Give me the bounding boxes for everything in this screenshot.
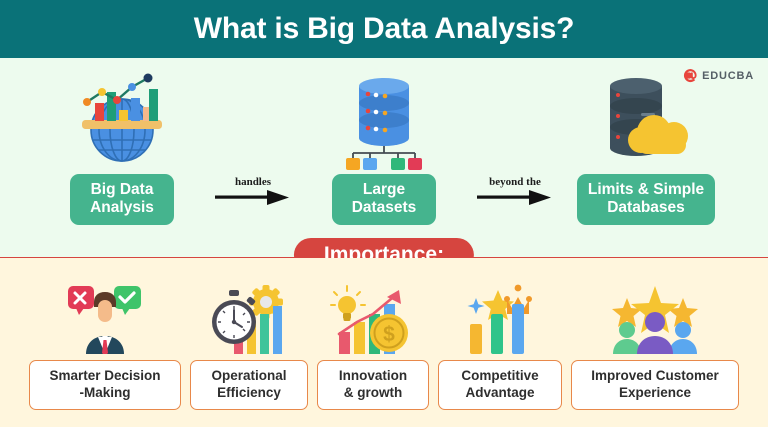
globe-bar-chart-icon bbox=[57, 68, 187, 170]
importance-card-label: Competitive Advantage bbox=[438, 360, 562, 410]
lightbulb-growth-coin-icon: $ bbox=[329, 282, 417, 355]
businessman-decision-icon bbox=[62, 282, 148, 355]
flow-node-label: Large Datasets bbox=[332, 174, 436, 225]
flow-node-label-line1: Limits & Simple bbox=[587, 181, 705, 198]
database-cylinder-icon bbox=[319, 68, 449, 170]
card-label-line1: Innovation bbox=[338, 368, 408, 384]
brand-logo: EDUCBA bbox=[683, 68, 754, 83]
importance-card-label: Smarter Decision -Making bbox=[29, 360, 181, 410]
brand-name: EDUCBA bbox=[702, 69, 754, 82]
server-cloud-icon bbox=[581, 68, 711, 170]
flow-node-label: Big Data Analysis bbox=[70, 174, 174, 225]
flow-node-label-line2: Analysis bbox=[90, 199, 154, 217]
importance-cards-row: Smarter Decision -Making bbox=[0, 258, 768, 427]
card-label-line2: -Making bbox=[79, 385, 131, 401]
importance-card-label: Innovation & growth bbox=[317, 360, 429, 410]
importance-card-innovation-growth[interactable]: $ Innovation & growth bbox=[317, 282, 429, 410]
flow-row: Big Data Analysis handles bbox=[0, 58, 768, 258]
page-title: What is Big Data Analysis? bbox=[193, 12, 575, 45]
flow-connector-beyond-the: beyond the bbox=[459, 58, 571, 211]
educba-logo-icon bbox=[683, 68, 698, 83]
stopwatch-gear-bars-icon bbox=[207, 282, 291, 355]
card-label-line2: & growth bbox=[343, 385, 403, 401]
flow-node-label-line2: Databases bbox=[607, 199, 685, 217]
importance-section: Smarter Decision -Making bbox=[0, 258, 768, 427]
card-label-line1: Improved Customer bbox=[591, 368, 719, 384]
importance-card-competitive-advantage[interactable]: Competitive Advantage bbox=[438, 282, 562, 410]
importance-card-smarter-decision-making[interactable]: Smarter Decision -Making bbox=[29, 282, 181, 410]
flow-node-label: Limits & Simple Databases bbox=[576, 174, 716, 225]
flow-connector-handles: handles bbox=[197, 58, 309, 211]
card-label-line2: Experience bbox=[618, 385, 692, 401]
card-label-line2: Advantage bbox=[465, 385, 535, 401]
flow-node-label-line1: Large bbox=[362, 181, 406, 198]
stars-people-icon bbox=[603, 282, 707, 355]
flow-node-limits-simple-databases: Limits & Simple Databases bbox=[571, 58, 721, 225]
flow-node-big-data-analysis: Big Data Analysis bbox=[47, 58, 197, 225]
card-label-line1: Smarter Decision bbox=[49, 368, 161, 384]
importance-card-operational-efficiency[interactable]: Operational Efficiency bbox=[190, 282, 308, 410]
crown-bars-icon bbox=[463, 282, 537, 355]
flow-section: EDUCBA bbox=[0, 58, 768, 258]
header-bar: What is Big Data Analysis? bbox=[0, 0, 768, 58]
arrow-right-icon bbox=[477, 189, 553, 211]
svg-text:$: $ bbox=[383, 323, 395, 346]
card-label-line1: Operational bbox=[211, 368, 287, 384]
importance-card-label: Improved Customer Experience bbox=[571, 360, 739, 410]
flow-node-large-datasets: Large Datasets bbox=[309, 58, 459, 225]
importance-card-label: Operational Efficiency bbox=[190, 360, 308, 410]
flow-node-label-line1: Big Data bbox=[90, 181, 154, 198]
arrow-right-icon bbox=[215, 189, 291, 211]
connector-label: handles bbox=[234, 176, 272, 188]
card-label-line1: Competitive bbox=[461, 368, 539, 384]
importance-card-improved-customer-experience[interactable]: Improved Customer Experience bbox=[571, 282, 739, 410]
connector-label: beyond the bbox=[489, 176, 541, 188]
card-label-line2: Efficiency bbox=[217, 385, 281, 401]
flow-node-label-line2: Datasets bbox=[351, 199, 417, 217]
